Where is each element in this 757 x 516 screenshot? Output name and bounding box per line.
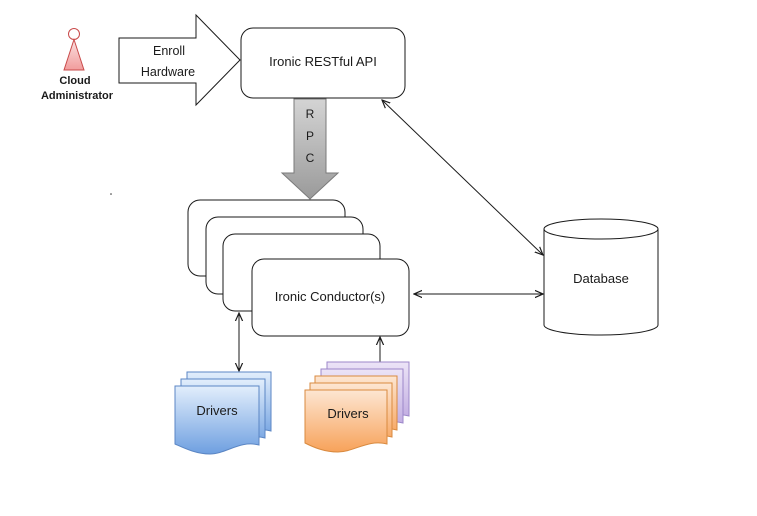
api-database-connector xyxy=(382,100,543,255)
drivers-orange-page-1 xyxy=(304,389,388,453)
person-icon xyxy=(63,28,85,71)
drivers-orange-label: Drivers xyxy=(327,406,369,421)
database-label: Database xyxy=(573,271,629,286)
rpc-letter-p: P xyxy=(306,129,314,143)
cloud-administrator-actor: Cloud Administrator xyxy=(41,28,114,102)
database-cylinder: Database xyxy=(543,218,659,336)
drivers-blue-label: Drivers xyxy=(196,403,238,418)
rpc-letter-c: C xyxy=(306,151,315,165)
stray-dot xyxy=(110,193,112,195)
enroll-label-line2: Hardware xyxy=(141,65,195,79)
rpc-arrow: R P C xyxy=(280,98,340,200)
conductor-label: Ironic Conductor(s) xyxy=(275,289,386,304)
enroll-hardware-arrow: Enroll Hardware xyxy=(118,13,241,107)
ironic-restful-api-box: Ironic RESTful API xyxy=(240,27,406,99)
actor-name-line2: Administrator xyxy=(41,90,114,102)
conductor-box-front xyxy=(251,258,410,337)
drivers-blue-stack: Drivers xyxy=(174,371,272,455)
actor-name-line1: Cloud xyxy=(59,75,90,87)
drivers-orange-stack: Drivers xyxy=(304,361,410,453)
api-box-label: Ironic RESTful API xyxy=(269,54,377,69)
ironic-conductor-stack: Ironic Conductor(s) xyxy=(187,199,410,337)
enroll-label-line1: Enroll xyxy=(153,44,185,58)
rpc-letter-r: R xyxy=(306,107,315,121)
drivers-blue-page-1 xyxy=(174,385,260,455)
